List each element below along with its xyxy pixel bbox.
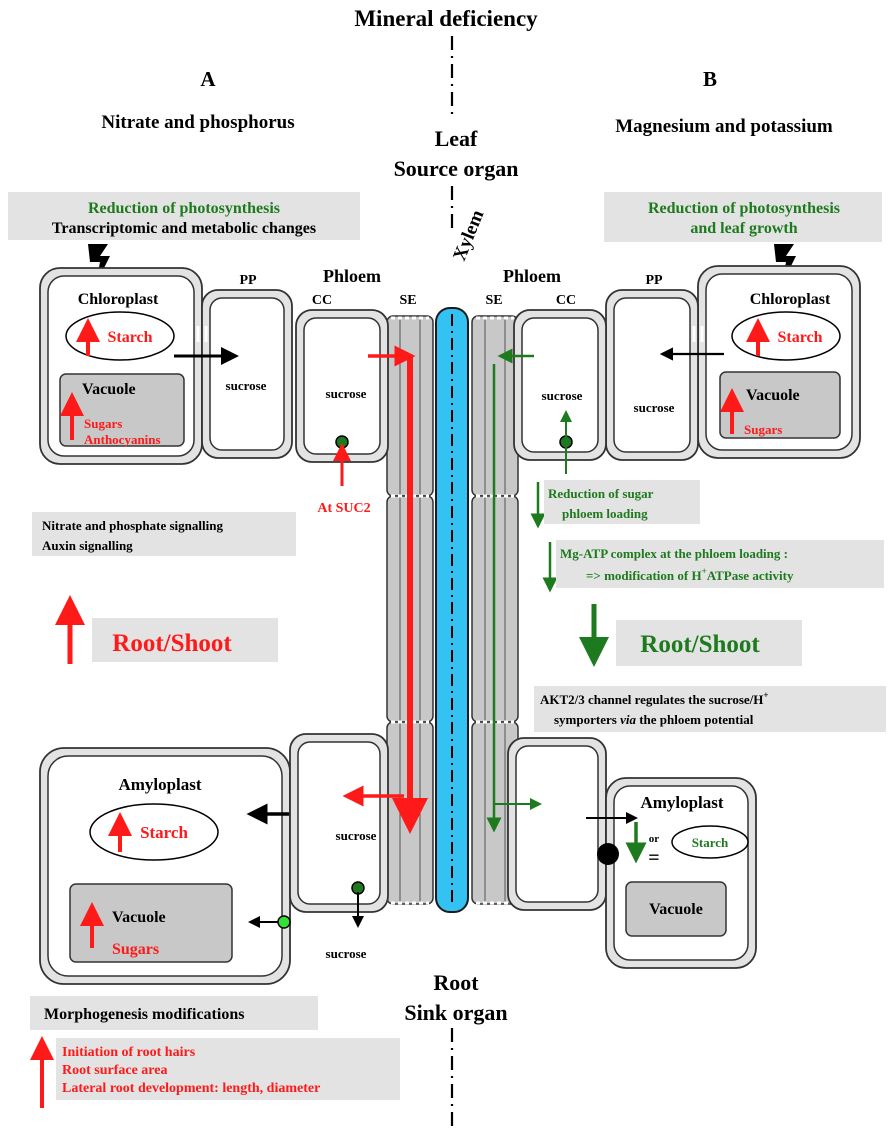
morphogenesis-list-box xyxy=(56,1038,400,1100)
left-anthocyanins-label: Anthocyanins xyxy=(84,432,161,447)
right-info-line2: and leaf growth xyxy=(690,220,797,237)
panel-b-subtitle: Magnesium and potassium xyxy=(615,116,833,137)
left-plasmodesmata xyxy=(196,326,208,342)
morph-line2: Root surface area xyxy=(62,1063,168,1078)
xylem-label: Xylem xyxy=(449,207,488,264)
right-reduction-box xyxy=(544,480,700,524)
root-label: Root xyxy=(433,970,479,995)
right-equals-icon: = xyxy=(648,847,659,869)
right-starch-label: Starch xyxy=(777,329,822,346)
left-info-line2: Transcriptomic and metabolic changes xyxy=(52,220,316,237)
left-root-sugars-label: Sugars xyxy=(112,941,159,958)
left-info-box xyxy=(8,192,360,240)
left-pp-sucrose: sucrose xyxy=(226,378,267,393)
left-phloem-label: Phloem xyxy=(323,266,381,286)
left-signalling-box xyxy=(32,512,296,556)
left-sugars-label: Sugars xyxy=(84,416,122,431)
sieve-plates xyxy=(391,316,514,905)
left-info-line1: Reduction of photosynthesis xyxy=(88,200,280,217)
right-cc-cell-inner xyxy=(521,317,599,453)
right-info-line1: Reduction of photosynthesis xyxy=(648,200,840,217)
right-starch-small-label: Starch xyxy=(692,835,729,850)
left-root-vacuole xyxy=(69,883,233,963)
left-root-cc-inner xyxy=(297,741,381,905)
right-akt-line1: AKT2/3 channel regulates the sucrose/H+ xyxy=(540,690,769,707)
left-signalling-line1: Nitrate and phosphate signalling xyxy=(42,518,223,533)
right-pp-cell-inner xyxy=(613,297,691,453)
right-root-transporter xyxy=(597,843,619,865)
left-root-cc-sucrose: sucrose xyxy=(336,828,377,843)
right-root-shoot-box xyxy=(616,620,802,666)
left-vacuole-label: Vacuole xyxy=(82,381,136,398)
right-reduction-line1: Reduction of sugar xyxy=(548,486,654,501)
right-amyloplast-label: Amyloplast xyxy=(640,793,723,812)
right-lightning-icon xyxy=(774,244,796,284)
right-info-box xyxy=(604,192,882,242)
right-starch-organelle-small xyxy=(671,825,749,859)
right-mgatp-line2: => modification of H+ATPase activity xyxy=(586,566,794,583)
right-akt-box xyxy=(534,686,886,732)
left-root-shoot-box xyxy=(92,618,278,662)
left-root-starch-label: Starch xyxy=(140,823,188,842)
right-phloem-label: Phloem xyxy=(503,266,561,286)
left-chloroplast-label: Chloroplast xyxy=(78,291,159,308)
left-amyloplast-label: Amyloplast xyxy=(118,775,201,794)
right-mgatp-line1: Mg-ATP complex at the phloem loading : xyxy=(560,546,788,561)
left-root-vacuole-transporter xyxy=(277,915,291,929)
left-se-label: SE xyxy=(399,293,416,308)
morph-line3: Lateral root development: length, diamet… xyxy=(62,1081,320,1096)
right-or-label: or xyxy=(649,833,660,845)
morphogenesis-box xyxy=(30,996,318,1030)
right-root-vacuole xyxy=(625,881,727,937)
left-pp-label: PP xyxy=(239,273,257,288)
right-pp-label: PP xyxy=(645,273,663,288)
left-starch-label: Starch xyxy=(107,329,152,346)
right-plasmodesmata xyxy=(692,326,704,342)
right-vacuole-label: Vacuole xyxy=(746,387,800,404)
morphogenesis-label: Morphogenesis modifications xyxy=(44,1006,244,1023)
right-cc-label: CC xyxy=(556,293,576,308)
left-lightning-icon xyxy=(88,244,110,284)
panel-a-letter: A xyxy=(200,67,216,91)
right-pp-sucrose: sucrose xyxy=(634,400,675,415)
left-pp-cell-inner xyxy=(209,297,285,451)
right-reduction-line2: phloem loading xyxy=(562,506,648,521)
morph-line1: Initiation of root hairs xyxy=(62,1045,196,1060)
right-root-cc-inner xyxy=(515,745,599,903)
title: Mineral deficiency xyxy=(354,6,538,31)
left-cc-sucrose: sucrose xyxy=(326,386,367,401)
source-organ-label: Source organ xyxy=(394,156,519,181)
right-chloroplast-label: Chloroplast xyxy=(750,291,831,308)
right-root-shoot-label: Root/Shoot xyxy=(640,631,760,658)
left-cc-label: CC xyxy=(312,293,332,308)
panel-b-letter: B xyxy=(703,67,717,91)
right-se-label: SE xyxy=(485,293,502,308)
left-root-vacuole-label: Vacuole xyxy=(112,909,166,926)
leaf-label: Leaf xyxy=(435,126,478,151)
panel-a-subtitle: Nitrate and phosphorus xyxy=(101,112,294,133)
left-signalling-line2: Auxin signalling xyxy=(42,538,133,553)
left-atsuc2-label: At SUC2 xyxy=(317,501,370,516)
left-root-sucrose-out: sucrose xyxy=(326,946,367,961)
right-akt-line2: symporters via the phloem potential xyxy=(554,712,754,727)
right-root-vacuole-label: Vacuole xyxy=(649,901,703,918)
right-mgatp-box xyxy=(556,540,884,588)
left-root-shoot-label: Root/Shoot xyxy=(112,630,232,657)
right-sugars-label: Sugars xyxy=(744,422,782,437)
right-cc-sucrose: sucrose xyxy=(542,388,583,403)
sink-organ-label: Sink organ xyxy=(404,1000,507,1025)
